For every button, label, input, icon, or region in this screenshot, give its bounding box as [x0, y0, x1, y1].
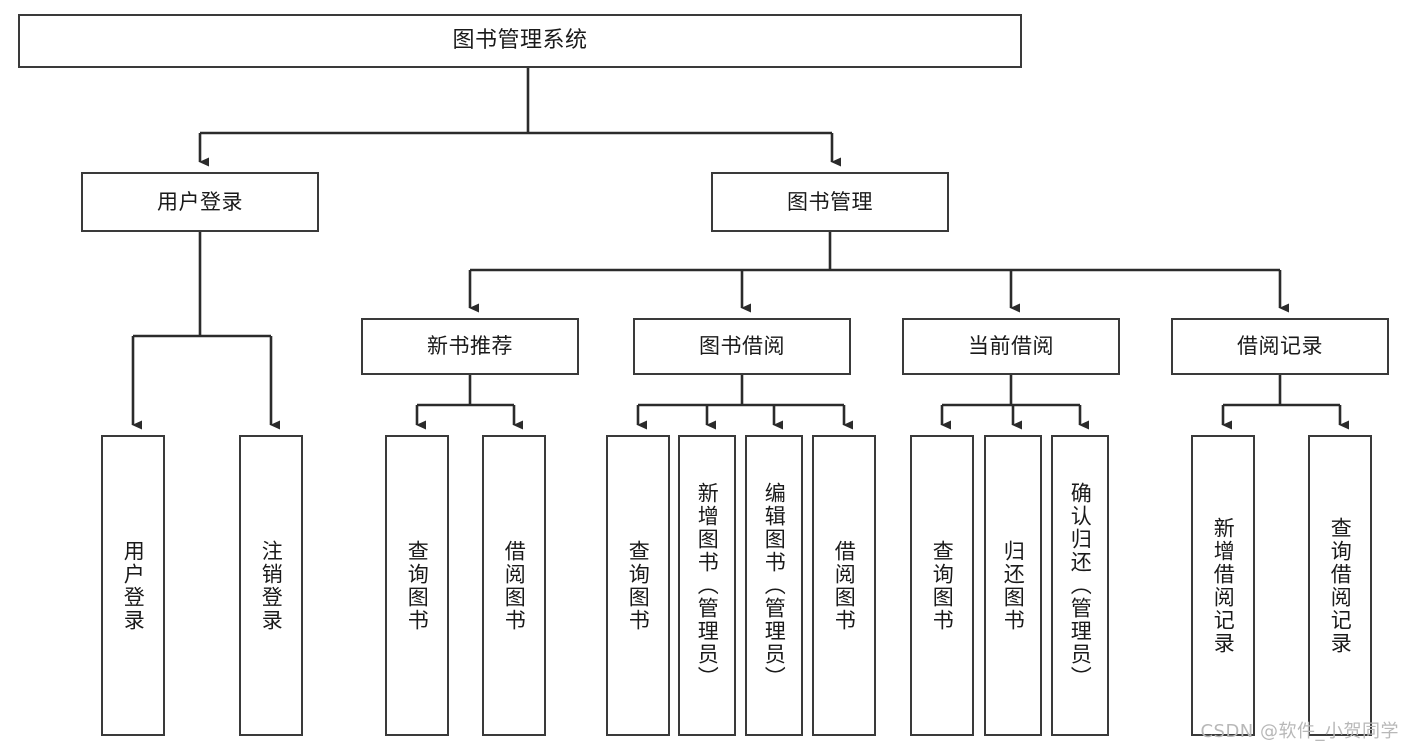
leaf-borrow-book-1-label: 借阅图书 — [502, 539, 527, 632]
node-borrow-record-label: 借阅记录 — [1237, 334, 1323, 359]
node-root-label: 图书管理系统 — [452, 28, 588, 54]
node-book-borrow-label: 图书借阅 — [699, 334, 785, 359]
leaf-query-record[interactable]: 查询借阅记录 — [1308, 435, 1372, 736]
leaf-borrow-book-2[interactable]: 借阅图书 — [812, 435, 876, 736]
leaf-query-book-3[interactable]: 查询图书 — [910, 435, 974, 736]
node-book-manage[interactable]: 图书管理 — [711, 172, 949, 232]
leaf-return-book-label: 归还图书 — [1001, 539, 1026, 632]
node-current-borrow[interactable]: 当前借阅 — [902, 318, 1120, 375]
node-user-login-label: 用户登录 — [157, 189, 243, 214]
node-root[interactable]: 图书管理系统 — [18, 14, 1022, 68]
leaf-logout[interactable]: 注销登录 — [239, 435, 303, 736]
leaf-add-record-label: 新增借阅记录 — [1211, 516, 1236, 655]
leaf-add-book-label: 新增图书（管理员） — [695, 482, 720, 689]
leaf-query-record-label: 查询借阅记录 — [1328, 516, 1353, 655]
node-new-book-recommend[interactable]: 新书推荐 — [361, 318, 579, 375]
node-user-login[interactable]: 用户登录 — [81, 172, 319, 232]
watermark: CSDN @软件_小贺同学 — [1200, 721, 1399, 742]
leaf-query-book-2-label: 查询图书 — [626, 539, 651, 632]
node-current-borrow-label: 当前借阅 — [968, 334, 1054, 359]
leaf-query-book-1[interactable]: 查询图书 — [385, 435, 449, 736]
leaf-user-login-label: 用户登录 — [121, 539, 146, 632]
node-book-manage-label: 图书管理 — [787, 189, 873, 214]
leaf-confirm-return-label: 确认归还（管理员） — [1068, 482, 1093, 689]
leaf-edit-book[interactable]: 编辑图书（管理员） — [745, 435, 803, 736]
leaf-edit-book-label: 编辑图书（管理员） — [762, 482, 787, 689]
leaf-user-login[interactable]: 用户登录 — [101, 435, 165, 736]
leaf-add-book[interactable]: 新增图书（管理员） — [678, 435, 736, 736]
leaf-query-book-2[interactable]: 查询图书 — [606, 435, 670, 736]
node-book-borrow[interactable]: 图书借阅 — [633, 318, 851, 375]
leaf-borrow-book-1[interactable]: 借阅图书 — [482, 435, 546, 736]
leaf-logout-label: 注销登录 — [259, 539, 284, 632]
leaf-query-book-1-label: 查询图书 — [405, 539, 430, 632]
leaf-borrow-book-2-label: 借阅图书 — [832, 539, 857, 632]
node-new-book-recommend-label: 新书推荐 — [427, 334, 513, 359]
node-borrow-record[interactable]: 借阅记录 — [1171, 318, 1389, 375]
leaf-confirm-return[interactable]: 确认归还（管理员） — [1051, 435, 1109, 736]
leaf-return-book[interactable]: 归还图书 — [984, 435, 1042, 736]
leaf-query-book-3-label: 查询图书 — [930, 539, 955, 632]
leaf-add-record[interactable]: 新增借阅记录 — [1191, 435, 1255, 736]
